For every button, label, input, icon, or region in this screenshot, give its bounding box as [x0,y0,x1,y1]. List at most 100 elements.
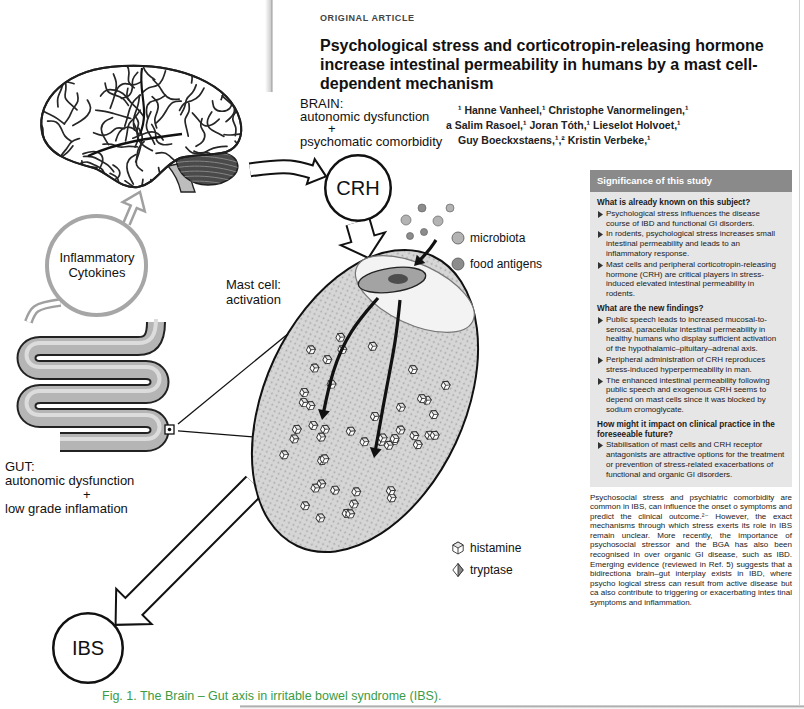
tissue-surface [344,240,485,348]
brain-gyrus [152,97,158,128]
granule [317,512,326,519]
organ-label: + [328,123,442,136]
granule [292,439,294,443]
granule [395,402,406,413]
bullet-triangle [598,262,603,269]
granule [399,407,401,411]
granule [291,433,300,440]
author-line: ¹ Hanne Vanheel,¹ Christophe Vanormeling… [458,104,688,117]
legend-swatch [450,562,466,578]
granule [309,362,320,373]
cerebellum-fold [170,166,245,175]
panel-bullet: Mast cells and peripheral corticotropin-… [606,260,785,299]
brain-sulcus [140,68,144,134]
arrow-body [28,302,60,322]
granule [316,431,327,442]
paper-title: Psychological stress and corticotropin-r… [320,36,792,93]
granule [330,484,341,495]
mast-cell-zoom: Mast cell: activation [252,250,478,552]
granule [338,337,340,341]
panel-bullet: In rodents, psychological stress increas… [606,229,785,258]
granule [313,488,315,492]
node-label-block: GUT:autonomic dysfunction+low grade infl… [5,460,134,516]
bullet-marker [598,262,604,269]
cerebellum-fold [170,181,245,190]
granule [309,406,311,410]
legend-label: histamine [470,541,521,555]
brain-gyrus [64,93,78,124]
granule [442,380,451,387]
granule [350,498,359,505]
page-edge [272,0,273,92]
brain-fissure [88,134,182,156]
legend-dot [452,232,464,244]
granule [361,436,370,443]
brain-gyrus [73,100,91,125]
granule [319,437,321,441]
arrow-body [127,192,140,224]
granule [295,429,297,433]
arrow-outline [116,485,255,625]
legend-diamond [453,564,463,577]
hormone-circle: CRH [324,154,392,222]
brain-gyrus [143,50,155,80]
panel-row: The enhanced intestinal permeability fol… [597,376,785,415]
cytokine-circle: Inflammatory Cytokines [45,214,148,317]
flow-arrowhead [370,447,382,458]
panel-bullet: Stabilisation of mast cells and CRH rece… [606,440,785,479]
granule [300,397,309,404]
circle-shape [47,216,146,315]
granule [418,393,427,400]
panel-bullet: Peripheral administration of CRH reprodu… [606,355,785,375]
circle-shape [53,613,123,683]
granule [430,409,439,416]
cerebellum-fold [170,176,245,185]
bullet-marker [598,378,604,385]
granule [412,436,414,440]
granule [409,430,420,441]
bullet-triangle [598,211,603,218]
antigen-particle [418,204,426,212]
granule [293,424,302,431]
granule [416,393,427,404]
granule [371,411,380,418]
cerebrum [41,66,241,187]
granule [321,424,330,431]
granule [318,478,327,485]
brain-gyrus [72,167,78,201]
granule [325,360,327,364]
cerebellum-fold [170,171,245,180]
bullet-marker [598,357,604,364]
granule [390,498,392,502]
granule [354,492,356,496]
author-line: a Salim Rasoel,¹ Joran Tóth,¹ Lieselot H… [446,119,681,132]
flow-arrowhead [414,255,425,266]
bullet-triangle [598,378,603,385]
brain-gyrus [156,101,181,123]
granule [302,402,304,406]
granule [302,500,311,507]
panel-row: What are the new findings? [597,304,785,314]
granule [399,430,401,434]
granule [313,368,315,372]
brain-gyrus [199,160,215,187]
panel-body: What is already known on this subject?Ps… [590,192,792,487]
brain-gyrus [105,83,128,105]
granule [362,442,364,446]
section-label: ORIGINAL ARTICLE [320,13,415,24]
legend-diamond [458,564,463,577]
granule [348,514,350,518]
gut-illustration: GUT:autonomic dysfunction+low grade infl… [8,322,178,458]
granule [305,344,316,355]
bullet-triangle [598,231,603,238]
granule [347,508,356,515]
zoom-marker-dot [168,428,172,432]
hollow-arrow [250,159,326,184]
brain-gyrus [192,113,219,126]
organ-label: low grade inflamation [5,502,134,516]
granule [301,387,310,394]
antigen-particle [421,229,428,236]
bullet-marker [598,231,604,238]
granule [387,445,389,449]
granule [347,425,356,432]
